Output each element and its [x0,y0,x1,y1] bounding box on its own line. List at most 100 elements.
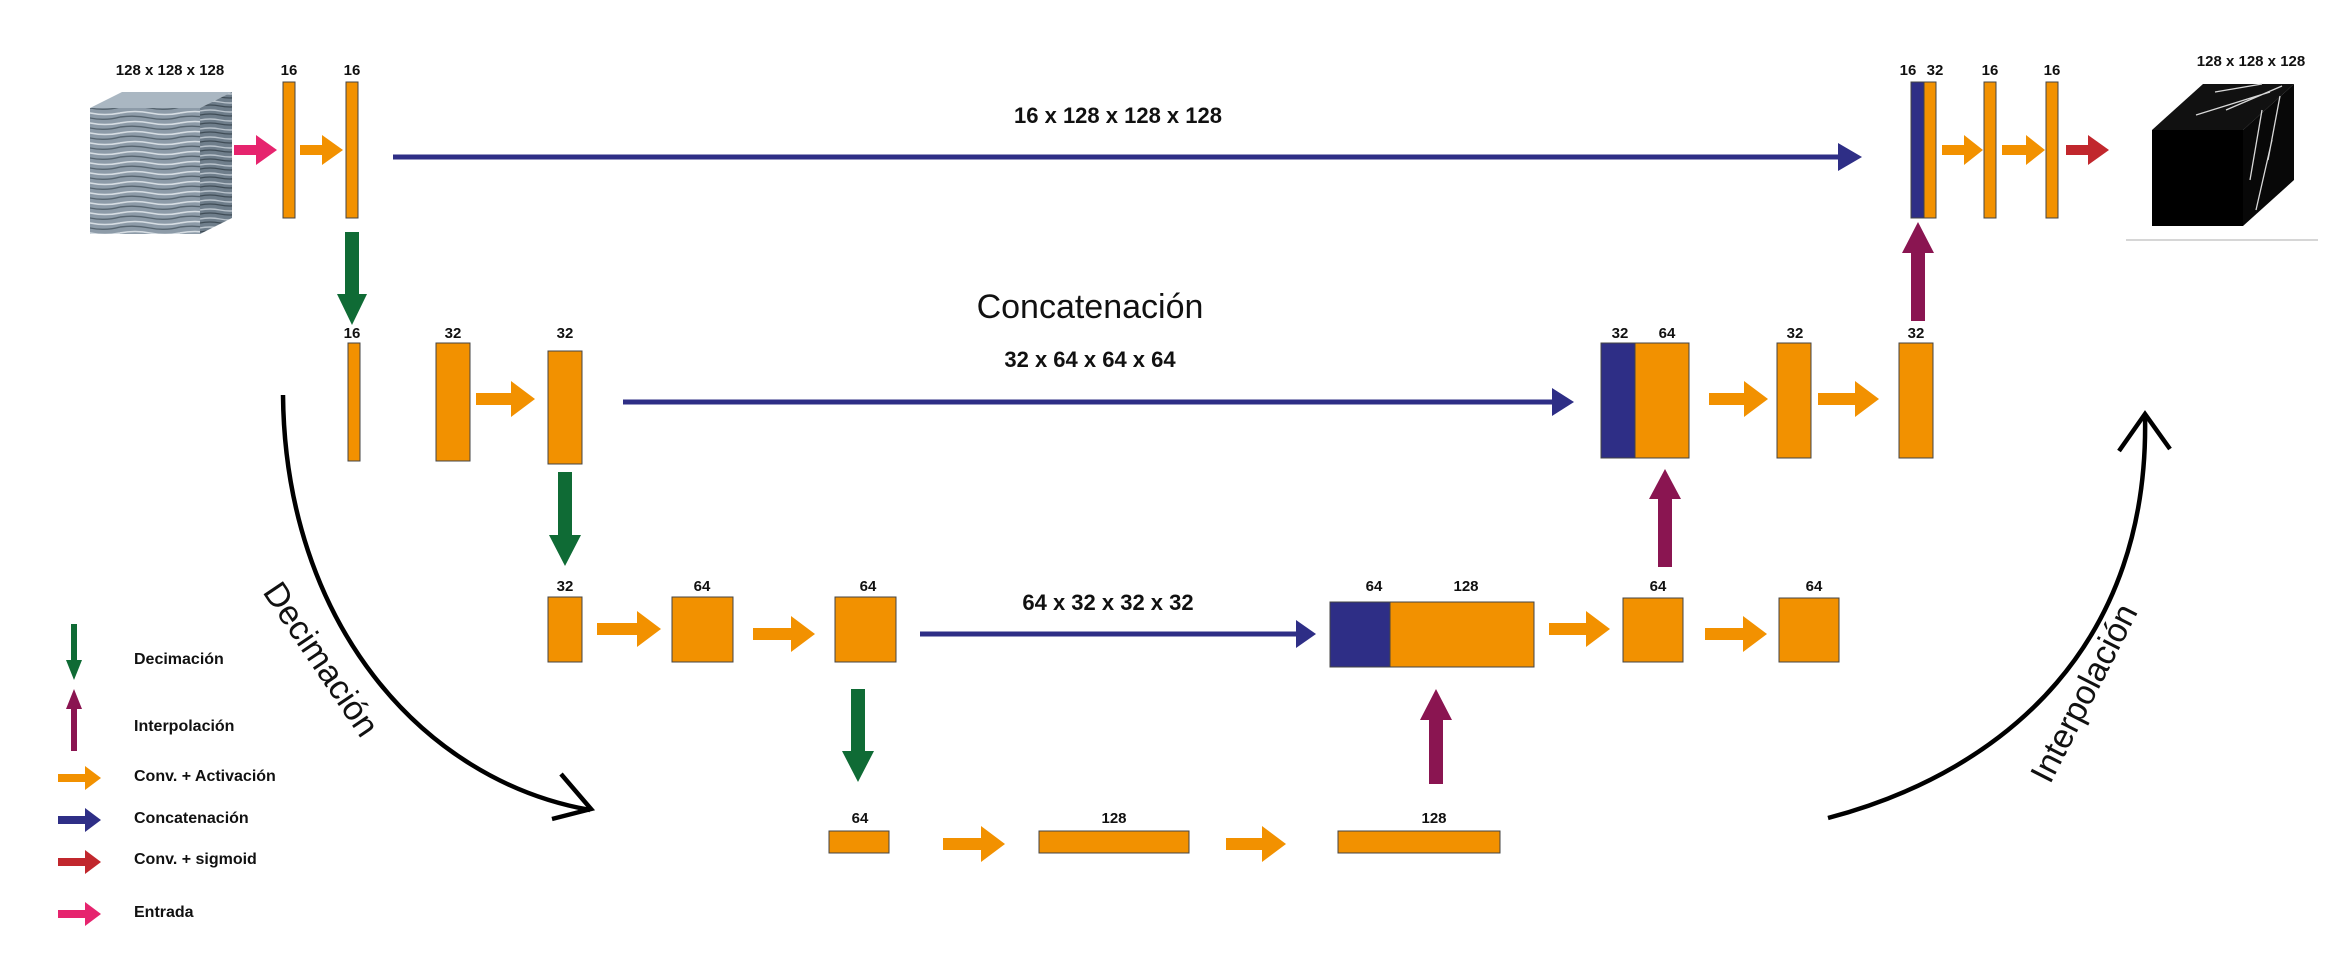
interpolation-arrow-icon [71,709,77,751]
skip-dim-label-1: 16 x 128 x 128 x 128 [1014,103,1222,128]
channel-label: 32 [557,578,574,595]
conv-arrow [1226,826,1286,862]
conv-arrow [1705,616,1767,652]
channel-label: 16 [344,325,361,342]
decoder-level-1: 16 32 16 16 [1900,62,2109,219]
legend-item-conv: Conv. + Activación [58,766,276,790]
decimation-title: Decimación [255,575,386,744]
conv-arrow [943,826,1005,862]
concatenation-arrow-icon [58,808,101,832]
skip-dim-label-3: 64 x 32 x 32 x 32 [1022,590,1193,615]
skip-dim-label-2: 32 x 64 x 64 x 64 [1004,347,1176,372]
interpolation-arrow [1649,469,1681,567]
conv-arrow [753,616,815,652]
channel-label: 16 [1900,62,1917,79]
legend-item-decim: Decimación [66,624,224,680]
channel-label: 32 [1908,325,1925,342]
legend-label: Conv. + Activación [134,768,276,785]
channel-label: 32 [557,325,574,342]
legend-item-sigmoid: Conv. + sigmoid [58,850,257,874]
conv-arrow [1709,381,1768,417]
channel-label: 16 [2044,62,2061,79]
skip-connection-3: 64 x 32 x 32 x 32 [920,590,1316,648]
channel-label: 128 [1453,578,1478,595]
channel-label: 128 [1101,810,1126,827]
conv-arrow [597,611,661,647]
feature-block-d1-a [1923,81,1937,219]
feature-block-d3-c [1778,597,1840,663]
legend-item-input: Entrada [58,902,194,926]
channel-label: 128 [1421,810,1446,827]
legend-label: Concatenación [134,810,249,827]
legend-item-concat: Concatenación [58,808,249,832]
skip-connection-1: 16 x 128 x 128 x 128 [393,103,1862,171]
feature-block-d2-a [1634,342,1690,459]
channel-label: 64 [694,578,711,595]
concat-block-d1 [1910,81,1925,219]
channel-label: 64 [1650,578,1667,595]
feature-block-l3-c [834,596,897,663]
interpolation-curve: Interpolación [1827,410,2172,821]
feature-block-l1-a [282,81,296,219]
feature-block-d3-b [1622,597,1684,663]
channel-label: 32 [1612,325,1629,342]
feature-block-l3-b [671,596,734,663]
channel-label: 64 [1366,578,1383,595]
skip-connection-2: 32 x 64 x 64 x 64 [623,347,1574,416]
concat-block-d2 [1600,342,1636,459]
feature-block-d2-b [1776,342,1812,459]
channel-label: 32 [445,325,462,342]
decoder-level-3: 64 128 64 64 [1329,578,1840,668]
channel-label: 64 [860,578,877,595]
concat-block-d3 [1329,601,1391,668]
conv-arrow-icon [58,766,101,790]
feature-block-l2-b [435,342,471,462]
conv-arrow [1818,381,1879,417]
interpolation-arrow [1902,222,1934,321]
feature-block-l3-a [547,596,583,663]
legend-label: Decimación [134,651,224,668]
decoder-level-2: 32 64 32 32 [1600,325,1934,459]
feature-block-l2-a [347,342,361,462]
legend-label: Interpolación [134,718,234,735]
legend-label: Conv. + sigmoid [134,851,257,868]
feature-block-l4-a [828,830,890,854]
decimation-arrow [549,472,581,566]
concatenation-title: Concatenación [977,288,1204,326]
decimation-curve: Decimación [255,394,596,822]
channel-label: 64 [852,810,869,827]
channel-label: 64 [1806,578,1823,595]
feature-block-l4-c [1337,830,1501,854]
channel-label: 32 [1787,325,1804,342]
conv-arrow [1942,135,1983,165]
seismic-cube-icon [90,92,232,108]
conv-arrow [1549,611,1610,647]
input-arrow [234,135,277,165]
output-volume: 128 x 128 x 128 [2126,53,2318,241]
interpolation-arrow [1420,689,1452,784]
feature-block-d2-c [1898,342,1934,459]
legend-label: Entrada [134,904,194,921]
channel-label: 16 [281,62,298,79]
conv-arrow [300,135,343,165]
encoder-level-1: 16 16 [234,62,361,219]
decimation-arrow [337,232,367,325]
decimation-arrow [842,689,874,782]
sigmoid-arrow-icon [58,850,101,874]
feature-block-d1-b [1983,81,1997,219]
sigmoid-arrow [2066,135,2109,165]
feature-block-l1-b [345,81,359,219]
decimation-arrow-icon [71,624,77,660]
input-dim-label: 128 x 128 x 128 [116,62,224,79]
encoder-level-3: 32 64 64 [547,578,897,663]
legend: Decimación Interpolación Conv. + Activac… [58,624,276,926]
interpolation-title: Interpolación [2023,598,2145,789]
legend-item-interp: Interpolación [66,689,234,751]
channel-label: 16 [1982,62,1999,79]
channel-label: 16 [344,62,361,79]
bottleneck-level: 64 128 128 [828,810,1501,862]
input-arrow-icon [58,902,101,926]
output-dim-label: 128 x 128 x 128 [2197,53,2305,70]
feature-block-d3-a [1389,601,1535,668]
